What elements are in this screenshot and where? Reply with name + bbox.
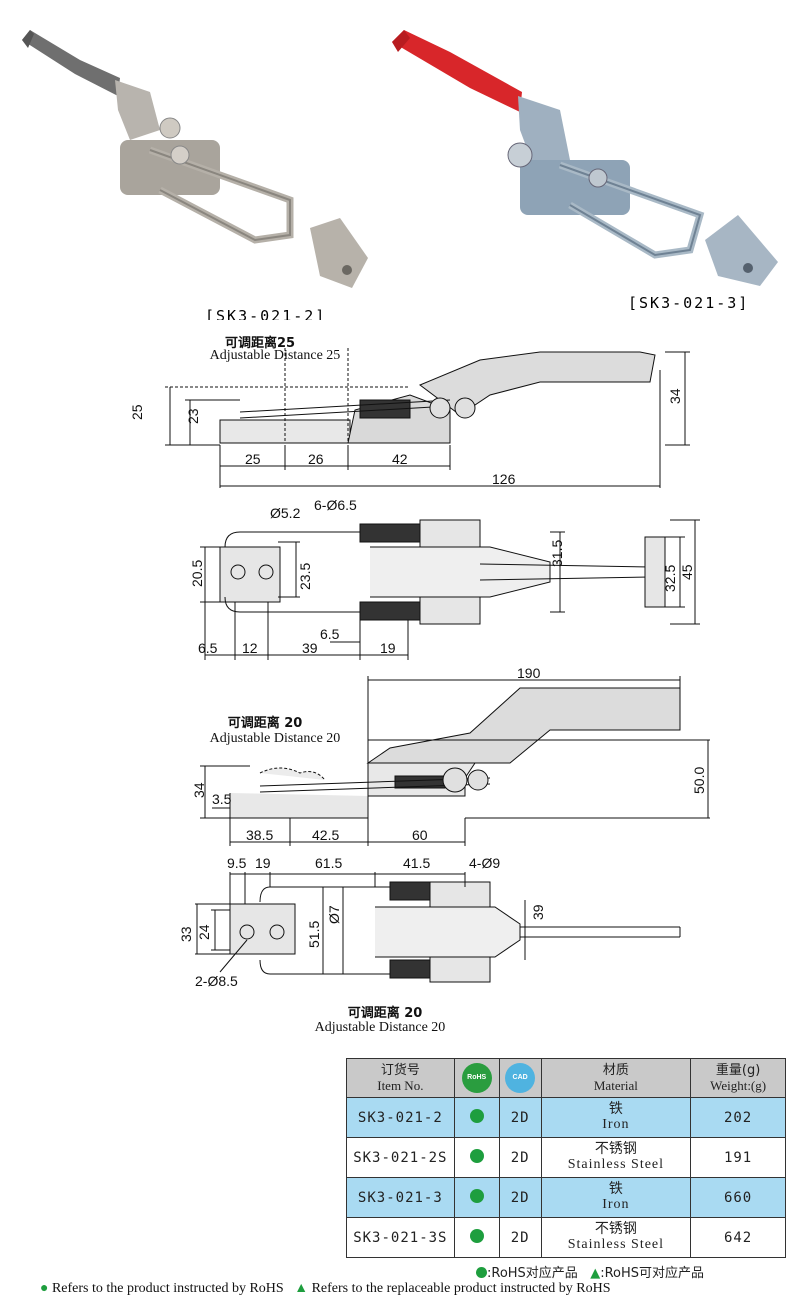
product-photos: [SK3-021-2] [SK3-021-3] [22, 30, 778, 320]
dim4-w4: 41.5 [403, 855, 430, 871]
weight-cell: 202 [690, 1097, 786, 1138]
rohs-icon: RoHS [461, 1063, 492, 1093]
dim2-hole: Ø5.2 [270, 505, 301, 521]
header-cad: CAD [498, 1058, 542, 1098]
item-number: SK3-021-2 [346, 1097, 455, 1138]
cad-cell[interactable]: 2D [498, 1097, 542, 1138]
dim4-w1: 9.5 [227, 855, 247, 871]
table-footnote: :RoHS对应产品 ▲:RoHS可对应产品 [476, 1262, 704, 1281]
rohs-cell [453, 1097, 500, 1138]
dim1-w-total: 126 [492, 471, 516, 487]
dim2-w1: 6.5 [198, 640, 218, 656]
rohs-cell [453, 1137, 500, 1178]
rohs-dot-icon [469, 1109, 484, 1123]
dim2-h3: 31.5 [549, 540, 565, 567]
weight-cell: 191 [690, 1137, 786, 1178]
drawing1-side-view: 25 23 34 25 26 42 126 [129, 348, 690, 488]
zinc-latch-image [392, 30, 778, 286]
legend-item-replaceable: Refers to the replaceable product instru… [311, 1281, 611, 1296]
dim3-w2: 42.5 [312, 827, 339, 843]
dim4-holes4: 4-Ø9 [469, 855, 500, 871]
dim4-h3: 51.5 [306, 921, 322, 948]
dim2-h4: 32.5 [662, 565, 678, 592]
drawing3-note-en: Adjustable Distance 20 [209, 731, 341, 746]
rohs-cell [453, 1177, 500, 1218]
cad-icon: CAD [505, 1063, 536, 1093]
cad-cell[interactable]: 2D [498, 1137, 542, 1178]
dim3-h-left: 34 [191, 782, 207, 798]
dim2-w4: 6.5 [320, 626, 340, 642]
dim3-w3: 60 [412, 827, 428, 843]
drawing3-side-view: 190 34 3.5 38.5 42.5 60 50.0 [191, 668, 710, 846]
dim2-h2: 23.5 [297, 563, 313, 590]
green-triangle-icon: ▲ [294, 1281, 309, 1296]
dim4-w2: 19 [255, 855, 271, 871]
dim2-w2: 12 [242, 640, 258, 656]
item-number: SK3-021-2S [346, 1137, 455, 1178]
dim2-w3: 39 [302, 640, 318, 656]
header-weight: 重量(g)Weight:(g) [690, 1058, 786, 1098]
legend-item-rohs: Refers to the product instructed by RoHS [51, 1281, 284, 1296]
dim1-w2: 26 [308, 451, 324, 467]
cad-cell[interactable]: 2D [498, 1217, 542, 1258]
dim3-h-right: 50.0 [691, 767, 707, 794]
rohs-dot-icon [469, 1149, 484, 1163]
green-triangle-icon: ▲ [590, 1266, 601, 1281]
header-rohs: RoHS [453, 1058, 500, 1098]
weight-cell: 660 [690, 1177, 786, 1218]
drawing4-note-en: Adjustable Distance 20 [314, 1020, 446, 1035]
dim1-h-left-inner: 23 [185, 408, 201, 424]
green-dot-icon [476, 1267, 487, 1278]
rohs-cell [453, 1217, 500, 1258]
rohs-dot-icon [469, 1229, 484, 1243]
dim4-w3: 61.5 [315, 855, 342, 871]
dim4-h1: 33 [178, 926, 194, 942]
cad-cell[interactable]: 2D [498, 1177, 542, 1218]
dim3-w1: 38.5 [246, 827, 273, 843]
item-number: SK3-021-3 [346, 1177, 455, 1218]
dim2-h1: 20.5 [190, 560, 205, 587]
drawing4-note-cn: 可调距离 20 [347, 1006, 423, 1021]
stainless-latch-image [22, 30, 368, 288]
dim2-h5: 45 [679, 564, 695, 580]
model-label-right: [SK3-021-3] [628, 294, 749, 312]
weight-cell: 642 [690, 1217, 786, 1258]
rohs-dot-icon [469, 1189, 484, 1203]
drawing1-note-cn: 可调距离25 [224, 336, 296, 351]
dim3-w-top: 190 [517, 668, 541, 681]
green-dot-icon: ● [40, 1281, 49, 1296]
dim4-holes2: 2-Ø8.5 [195, 973, 238, 989]
model-label-left: [SK3-021-2] [205, 307, 326, 320]
drawing1-note-en: Adjustable Distance 25 [209, 348, 341, 363]
dim4-h2: 24 [196, 924, 212, 940]
drawing2-top-view: Ø5.2 6-Ø6.5 20.5 23.5 31.5 32.5 45 6.5 1… [190, 497, 700, 660]
dim1-h-left-outer: 25 [129, 404, 145, 420]
dim2-w5: 19 [380, 640, 396, 656]
drawing3-note-cn: 可调距离 20 [227, 716, 303, 731]
dim1-w3: 42 [392, 451, 408, 467]
dim4-h4: 39 [530, 904, 546, 920]
dim3-h-small: 3.5 [212, 791, 232, 807]
dim4-dia: Ø7 [326, 905, 342, 924]
legend: ● Refers to the product instructed by Ro… [40, 1281, 611, 1297]
item-number: SK3-021-3S [346, 1217, 455, 1258]
drawing4-top-view: 9.5 19 61.5 41.5 4-Ø9 33 24 51.5 Ø7 39 2… [178, 855, 681, 989]
dim1-h-right: 34 [667, 388, 683, 404]
dim1-w1: 25 [245, 451, 261, 467]
dim2-holes6: 6-Ø6.5 [314, 497, 357, 513]
